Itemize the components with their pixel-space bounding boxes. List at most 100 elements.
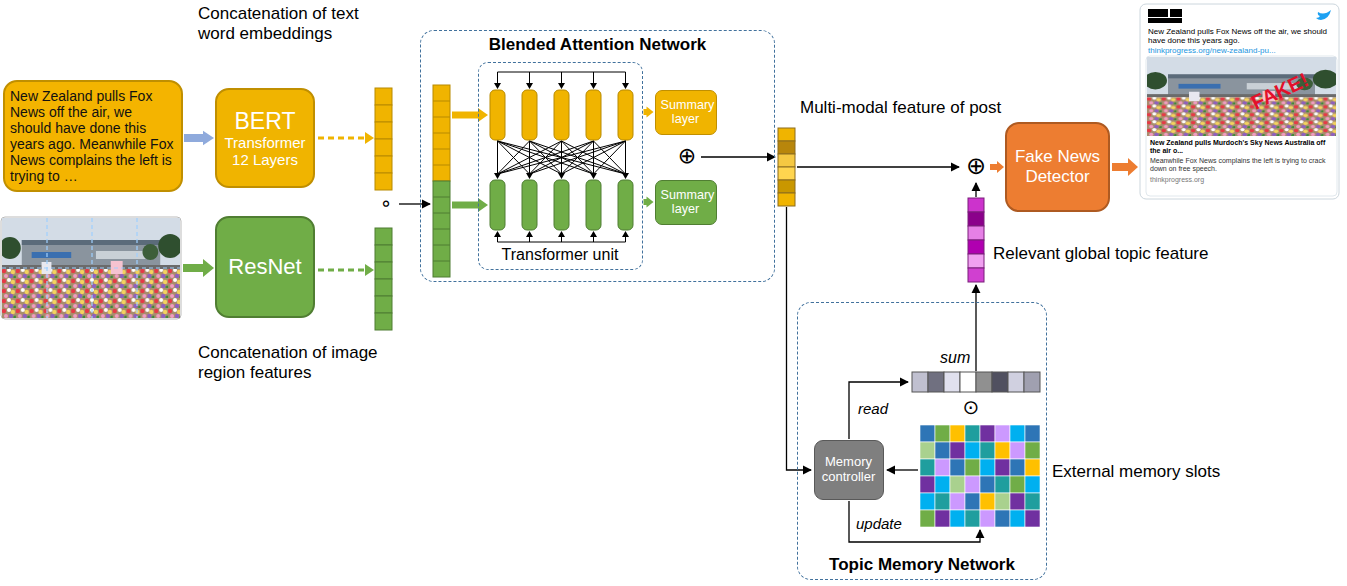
memory-cell [935, 476, 950, 493]
vector-cell [912, 372, 928, 392]
vector-cell [1008, 372, 1024, 392]
token-cell [490, 90, 505, 140]
vector-cell [968, 226, 984, 240]
memory-cell [920, 476, 935, 493]
flow-arrow [183, 264, 204, 272]
tweet-card [1140, 4, 1339, 199]
memory-cell [920, 510, 935, 527]
memory-cell [1025, 510, 1040, 527]
memory-cell [995, 476, 1010, 493]
memory-cell [980, 459, 995, 476]
memory-cell [1010, 493, 1025, 510]
operator-symbol: ⊕ [674, 143, 700, 168]
memory-cell [965, 510, 980, 527]
flow-arrow [787, 207, 812, 470]
tweet-link: thinkprogress.org/new-zealand-pu... [1148, 46, 1334, 55]
memory-cell [950, 425, 965, 442]
transformer-cells [490, 90, 633, 230]
memory-cell [920, 493, 935, 510]
vector-cell [375, 88, 392, 105]
vector-cell [778, 167, 795, 180]
arrow-head [365, 264, 374, 276]
card-body: Meanwhile Fox News complains the left is… [1150, 157, 1334, 173]
concatenated-vector [433, 85, 450, 277]
memory-cell [980, 493, 995, 510]
node-text: Transformer 12 Layers [222, 134, 308, 169]
vector-cell [976, 372, 992, 392]
tweet-text: New Zealand pulls Fox News off the air, … [1148, 27, 1334, 45]
vector-cell [778, 180, 795, 193]
annotation-label: Relevant global topic feature [993, 244, 1208, 264]
vector-block [433, 181, 450, 277]
arrow-heads [494, 83, 629, 89]
memory-cell [980, 442, 995, 459]
node-text: Memory controller [820, 455, 878, 485]
flow-arrow [975, 183, 976, 197]
flow-arrow [1112, 163, 1129, 171]
memory-cell [935, 459, 950, 476]
image-region-vector [375, 228, 392, 330]
memory-cell [920, 425, 935, 442]
memory-cell [995, 459, 1010, 476]
annotation-label: Concatenation of text word embeddings [198, 4, 386, 43]
node-text: Transformer unit [502, 246, 619, 264]
vector-cell [992, 372, 1008, 392]
flow-arrow [990, 164, 998, 170]
vector-cell [375, 313, 392, 330]
operation-label: read [858, 400, 888, 417]
sum-vector [912, 372, 1040, 392]
memory-cell [965, 442, 980, 459]
node-text: New Zealand pulls Fox News off the air, … [10, 88, 176, 185]
token-cell [554, 180, 569, 230]
memory-cell [1010, 442, 1025, 459]
vector-cell [778, 154, 795, 167]
vector-cell [375, 173, 392, 190]
token-cell [618, 90, 633, 140]
token-cell [586, 180, 601, 230]
vector-cell [960, 372, 976, 392]
topic-memory-frame: Topic Memory NetworkMemory controller [797, 302, 1047, 580]
text-embedding-vector [375, 88, 392, 190]
flow-arrow [184, 131, 214, 145]
vector-cell [778, 193, 795, 206]
summary-layer-box: Summary layer [655, 180, 717, 225]
memory-cell [1010, 476, 1025, 493]
memory-cell [950, 493, 965, 510]
token-cell [618, 180, 633, 230]
node-text: Summary layer [661, 98, 711, 127]
vector-cell [375, 122, 392, 139]
detector-box: Fake News Detector [1005, 122, 1110, 212]
memory-cell [950, 442, 965, 459]
cell-dividers [433, 101, 450, 165]
vector-cell [928, 372, 944, 392]
vector-cell [375, 228, 392, 245]
annotation-label: Multi-modal feature of post [800, 98, 1001, 118]
arrow-head [203, 259, 214, 277]
vector-cell [968, 240, 984, 254]
vector-cell [778, 141, 795, 154]
memory-cell [980, 476, 995, 493]
memory-cell [995, 510, 1010, 527]
memory-controller-box: Memory controller [814, 440, 884, 500]
memory-cell [1010, 459, 1025, 476]
flow-arrow [701, 156, 775, 157]
vector-cell [375, 105, 392, 122]
output-photo [1144, 57, 1338, 136]
vector-block [433, 85, 450, 181]
vector-cell [375, 262, 392, 279]
cross-attention-lines [498, 141, 626, 174]
node-text: Summary layer [661, 188, 711, 217]
token-cell [522, 90, 537, 140]
memory-cell [1010, 510, 1025, 527]
memory-cell [965, 425, 980, 442]
vector-cell [375, 156, 392, 173]
vector-cell [968, 212, 984, 226]
memory-slots [920, 425, 1040, 527]
memory-cell [995, 442, 1010, 459]
vector-cell [375, 245, 392, 262]
annotation-label: External memory slots [1052, 462, 1220, 482]
memory-cell [980, 425, 995, 442]
